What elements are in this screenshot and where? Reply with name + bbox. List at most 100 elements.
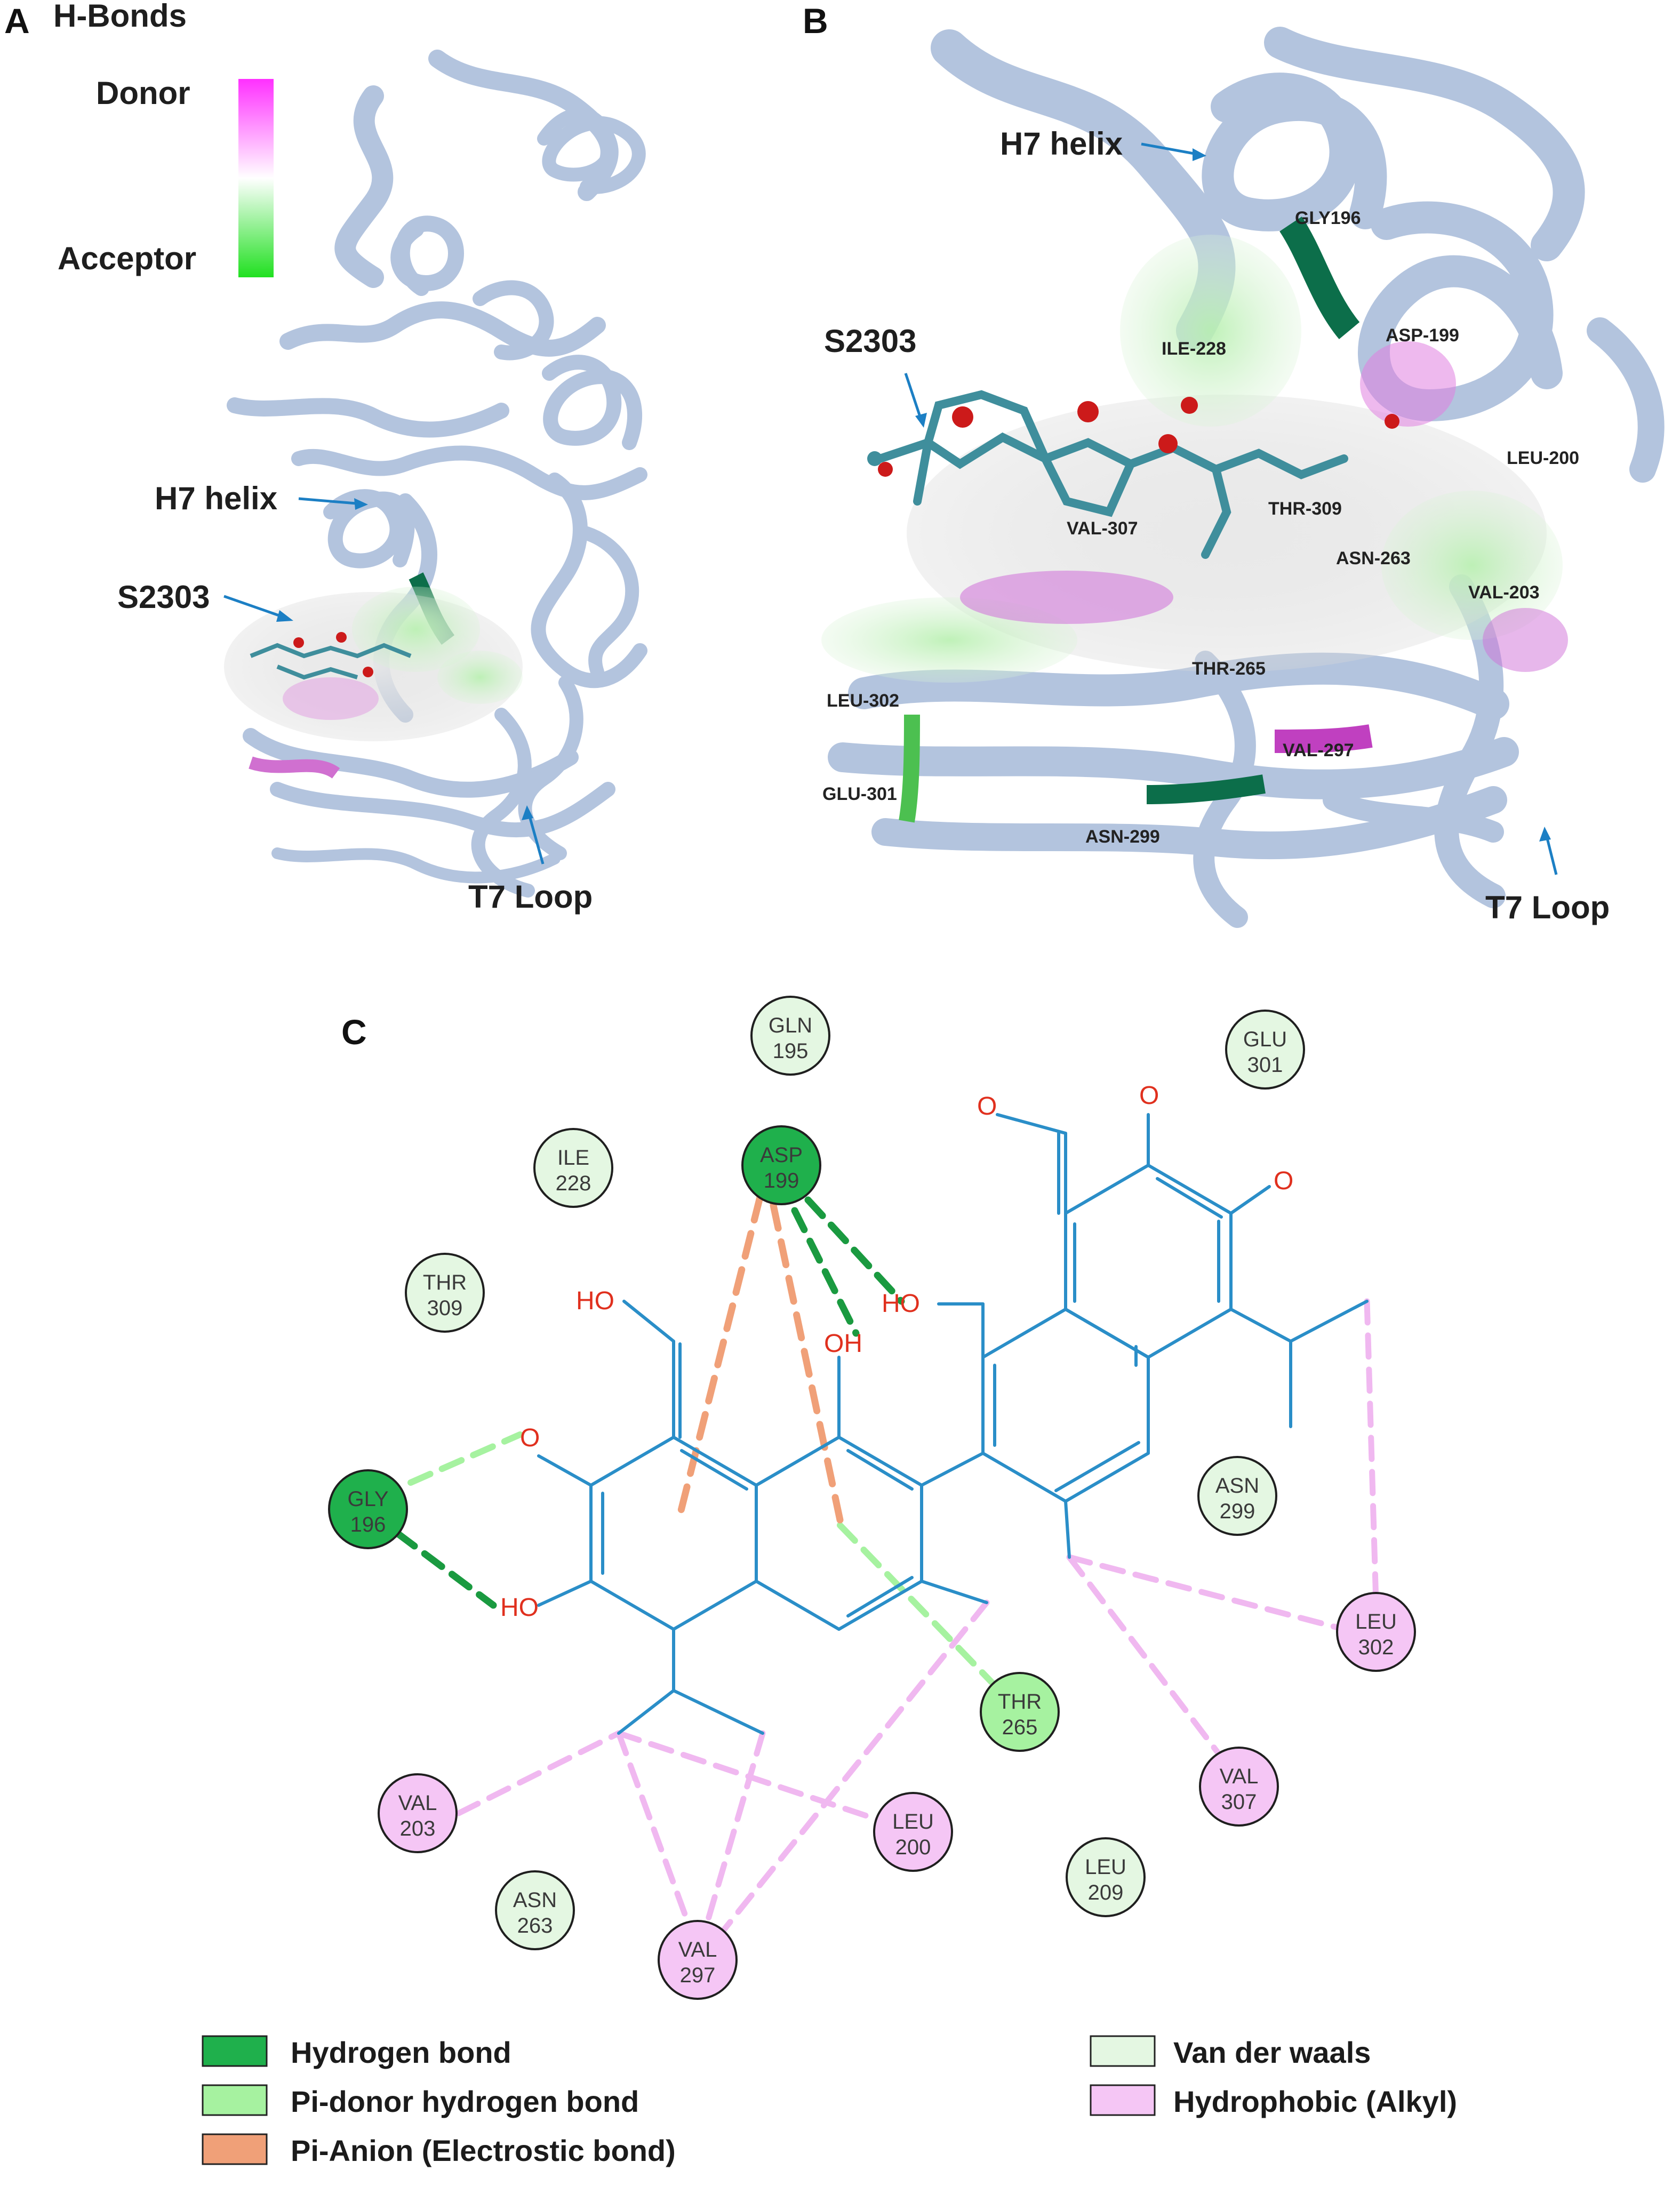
legend-item-alkyl: Hydrophobic (Alkyl) (1090, 2084, 1457, 2118)
residue-circle (328, 1469, 408, 1549)
residue-number: 263 (517, 1914, 553, 1937)
alkyl-line-val307 (1066, 1554, 1225, 1760)
binding-surface-a (224, 587, 523, 741)
panel-a: A H-Bonds Donor Acceptor (4, 0, 647, 915)
residue-name: LEU (1085, 1855, 1126, 1879)
residue-number: 309 (427, 1296, 463, 1320)
hbonds-color-scale (238, 79, 274, 277)
residue-circle (533, 1128, 613, 1208)
hbond-line-gly196-ho (394, 1530, 497, 1609)
legend-item-pi-anion: Pi-Anion (Electrostic bond) (202, 2133, 676, 2167)
residue-label-thr265: THR-265 (1192, 659, 1266, 679)
panel-letter-a: A (4, 1, 30, 41)
t7-arrow-a (526, 810, 545, 864)
alkyl-line-val297-c (701, 1599, 990, 1958)
residue-label-glu301: GLU-301 (822, 784, 897, 804)
residue-gly-196: GLY196 (328, 1469, 408, 1549)
residue-number: 209 (1088, 1881, 1124, 1904)
legend-label-vdw: Van der waals (1173, 2036, 1371, 2069)
legend-swatch-vdw (1090, 2035, 1156, 2067)
atom-o-1: O (977, 1092, 997, 1120)
residue-number: 302 (1358, 1636, 1394, 1659)
residue-circle (980, 1672, 1060, 1752)
binding-surface-b (821, 235, 1568, 683)
residue-number: 200 (895, 1836, 931, 1859)
residue-name: GLN (769, 1014, 812, 1037)
legend-label-hbond: Hydrogen bond (291, 2036, 511, 2069)
ligand-sticks-a (250, 632, 412, 680)
atom-ho-right: HO (882, 1290, 920, 1318)
residue-number: 307 (1221, 1790, 1257, 1814)
residue-number: 199 (764, 1169, 799, 1192)
panel-c: C (328, 996, 1416, 2000)
alkyl-ribbon-segment (249, 756, 340, 779)
panel-b: B (803, 1, 1665, 928)
t7-arrowhead-a (522, 805, 533, 820)
residue-circle (873, 1792, 953, 1872)
atom-ho-left: HO (500, 1594, 539, 1622)
legend-label-pianion: Pi-Anion (Electrostic bond) (291, 2134, 676, 2167)
residue-number: 265 (1002, 1716, 1038, 1739)
glu301-ribbon (899, 714, 920, 823)
atom-ho-top: HO (576, 1287, 614, 1315)
residue-circle (495, 1870, 575, 1950)
residue-circle (1336, 1592, 1416, 1672)
panel-b-residue-labels: GLY196 ASP-199 ILE-228 LEU-200 THR-309 V… (822, 208, 1579, 847)
residue-circle (405, 1253, 485, 1333)
h7-arrow-a (298, 497, 363, 506)
residue-label-asp199: ASP-199 (1386, 325, 1459, 346)
ligand-label-b: S2303 (824, 323, 917, 359)
residue-circle (750, 996, 830, 1076)
residue-label-leu200: LEU-200 (1507, 448, 1579, 468)
protein-ribbon-a (227, 50, 647, 898)
asn299-hbond-ribbon (1146, 774, 1266, 804)
residue-name: VAL (398, 1791, 437, 1815)
pidonor-line-gly196-o (407, 1431, 523, 1486)
residue-number: 196 (350, 1513, 386, 1536)
legend-item-hydrogen-bond: Hydrogen bond (202, 2035, 511, 2069)
residue-number: 301 (1247, 1053, 1283, 1077)
alkyl-line-val203 (455, 1730, 622, 1816)
pianion-line-1 (676, 1194, 764, 1518)
residue-label-leu302: LEU-302 (827, 691, 899, 711)
residue-name: GLY (347, 1487, 388, 1511)
atom-o-3: O (1274, 1167, 1293, 1195)
residue-number: 299 (1220, 1500, 1255, 1523)
ligand-arrowhead-a (276, 610, 293, 622)
legend-swatch-alkyl (1090, 2084, 1156, 2116)
legend-label-pidonor: Pi-donor hydrogen bond (291, 2085, 639, 2118)
atom-labels: O O O HO OH HO O HO (500, 1082, 1293, 1622)
residue-label-thr309: THR-309 (1268, 499, 1342, 519)
gly196-hbond-ribbon (1279, 217, 1360, 339)
interaction-lines (394, 1194, 1379, 1958)
residue-number: 297 (680, 1964, 716, 1987)
donor-label: Donor (96, 75, 190, 111)
hbond-line-asp199-ho (804, 1196, 905, 1305)
interaction-legend: Hydrogen bond Pi-donor hydrogen bond Pi-… (202, 2035, 1457, 2167)
residue-label-asn299: ASN-299 (1085, 827, 1160, 847)
t7-loop-label-a: T7 Loop (468, 879, 593, 915)
residue-name: GLU (1243, 1028, 1287, 1051)
h7-helix-label-b: H7 helix (1000, 126, 1123, 162)
hbonds-legend-title: H-Bonds (53, 0, 187, 34)
residue-circle (741, 1125, 821, 1205)
residue-circle (378, 1773, 458, 1853)
residue-name: VAL (678, 1938, 717, 1961)
residue-label-ile228: ILE-228 (1162, 339, 1226, 359)
residue-label-asn263: ASN-263 (1336, 548, 1411, 568)
residue-number: 228 (556, 1172, 591, 1195)
residue-circle (1225, 1010, 1305, 1090)
ligand-label-a: S2303 (117, 579, 210, 615)
pidonor-line-thr265 (837, 1522, 995, 1686)
ligand-arrow-b (904, 373, 923, 422)
h7-helix-label-a: H7 helix (155, 481, 277, 516)
residue-name: THR (423, 1271, 467, 1294)
